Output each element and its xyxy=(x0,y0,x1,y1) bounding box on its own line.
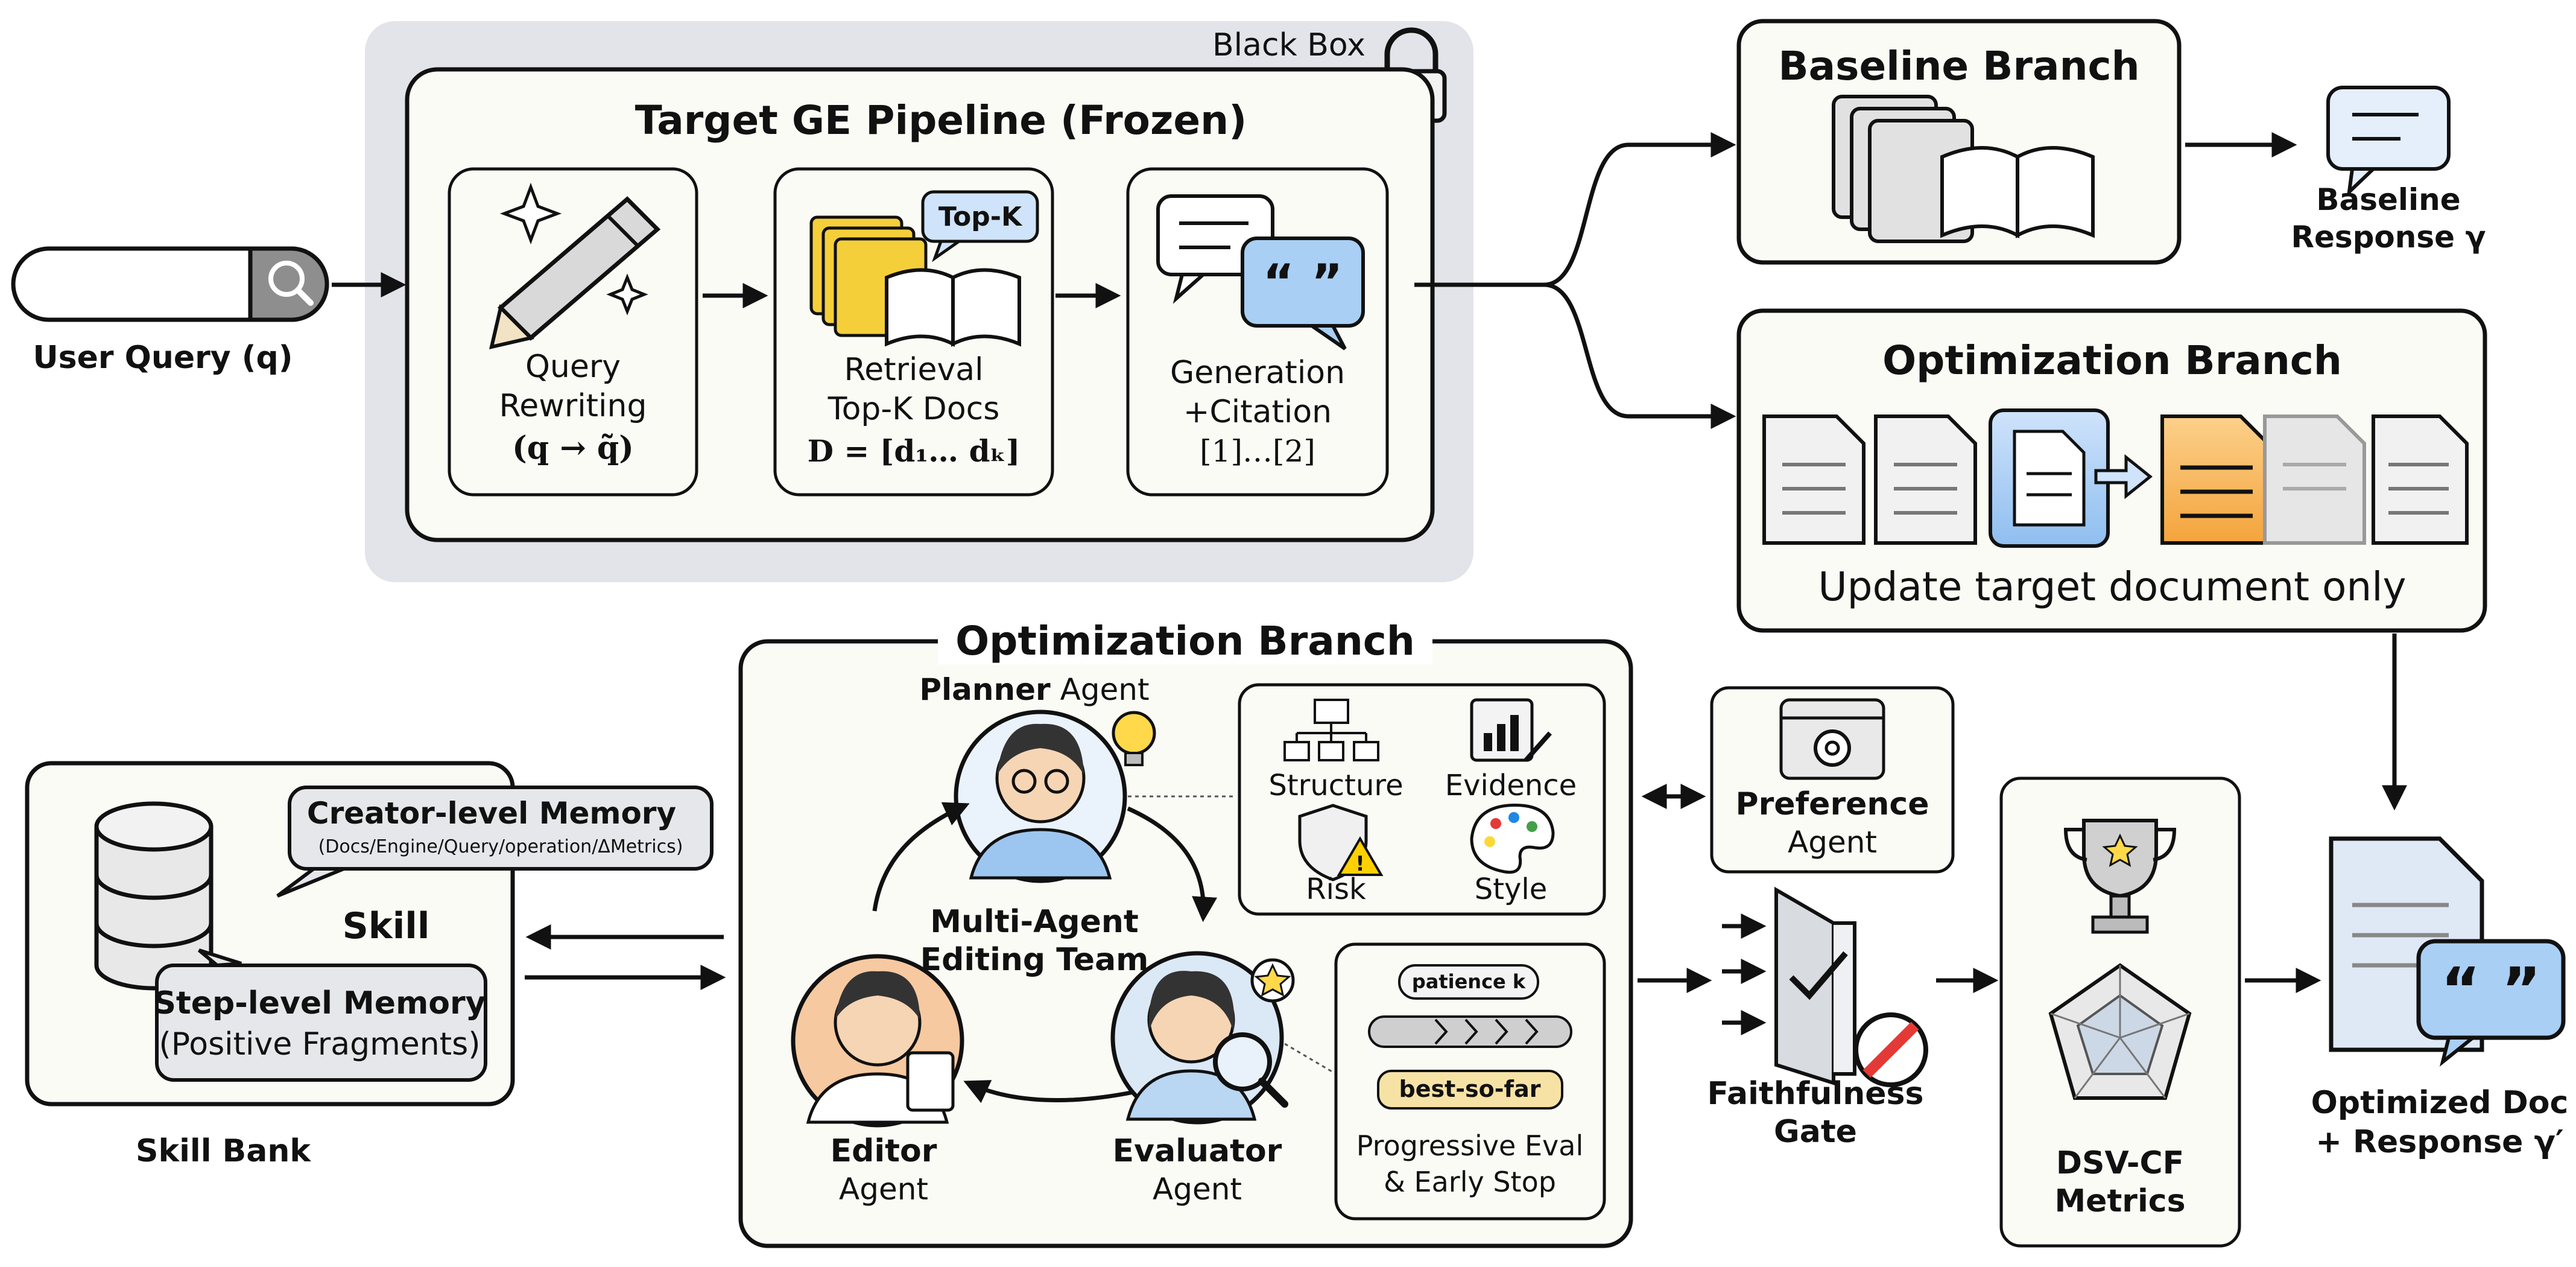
document-icon xyxy=(1762,414,1866,545)
faithfulness-gate-line2: Gate xyxy=(1774,1114,1857,1150)
document-icon xyxy=(2372,414,2469,545)
query-rewriting-line1: Query xyxy=(525,349,621,385)
generation-formula: [1]…[2] xyxy=(1200,434,1315,469)
team-line1: Multi-Agent xyxy=(930,904,1138,940)
step-memory-bubble: Step-level Memory (Positive Fragments) xyxy=(153,948,487,1082)
search-input[interactable] xyxy=(11,246,329,322)
preference-agent-line1: Preference xyxy=(1736,786,1929,822)
open-book-icon xyxy=(885,268,1021,347)
creator-memory-title: Creator-level Memory xyxy=(307,796,676,831)
planner-avatar xyxy=(954,710,1127,883)
arrow-to-baseline-branch xyxy=(1414,132,1736,287)
risk-shield-icon: ! xyxy=(1298,804,1384,881)
pipeline-title: Target GE Pipeline (Frozen) xyxy=(635,97,1247,144)
retrieval-formula: D = [d₁… dₖ] xyxy=(808,433,1021,469)
query-rewriting-line2: Rewriting xyxy=(499,388,647,424)
generation-line1: Generation xyxy=(1170,355,1345,391)
faithfulness-gate-line1: Faithfulness xyxy=(1707,1076,1924,1112)
cycle-arrow-planner-to-evaluator xyxy=(1127,806,1218,922)
creator-memory-bubble: Creator-level Memory (Docs/Engine/Query/… xyxy=(276,786,714,898)
evaluator-role: Agent xyxy=(1153,1172,1242,1207)
evidence-chart-icon xyxy=(1470,698,1552,762)
skill-label: Skill xyxy=(343,905,430,947)
optimized-response-icon: “ ” xyxy=(2416,939,2566,1067)
block-icon xyxy=(1853,1012,1928,1087)
patience-pill xyxy=(1398,964,1539,1000)
search-icon xyxy=(268,261,314,306)
editor-role: Agent xyxy=(839,1172,928,1207)
best-so-far-pill xyxy=(1377,1070,1563,1110)
top-k-badge: Top-K xyxy=(921,190,1039,262)
database-icon xyxy=(94,801,214,991)
optimized-line2: + Response γ′ xyxy=(2315,1124,2563,1160)
document-icon xyxy=(2263,414,2366,545)
palette-icon xyxy=(1470,804,1555,874)
progress-track xyxy=(1368,1015,1572,1048)
optimization-branch-main-title: Optimization Branch xyxy=(955,618,1415,664)
dimension-structure: Structure xyxy=(1268,769,1403,802)
update-arrow-icon xyxy=(2094,454,2153,500)
baseline-response-line2: Response γ xyxy=(2291,220,2486,255)
lightbulb-icon xyxy=(1112,711,1156,766)
retrieval-line2: Top-K Docs xyxy=(828,391,1000,427)
settings-window-icon xyxy=(1779,698,1885,780)
baseline-branch-title: Baseline Branch xyxy=(1778,43,2139,89)
magnifier-icon xyxy=(1213,1032,1288,1108)
star-badge-icon xyxy=(1250,958,1295,1003)
black-box-label: Black Box xyxy=(1212,27,1366,63)
document-icon xyxy=(1874,414,1977,545)
top-k-label: Top-K xyxy=(938,202,1023,232)
metrics-line1: DSV-CF xyxy=(2056,1145,2184,1181)
file-stack-icon xyxy=(1832,95,1974,243)
step-memory-sub: (Positive Fragments) xyxy=(159,1026,480,1062)
updated-document-icon xyxy=(2160,414,2273,545)
retrieval-line1: Retrieval xyxy=(844,352,983,388)
dimension-evidence: Evidence xyxy=(1445,769,1577,802)
chat-bubbles-icon: “ ” xyxy=(1156,194,1365,351)
patience-label: patience k xyxy=(1412,970,1526,993)
svg-text:“ ”: “ ” xyxy=(1262,254,1343,310)
user-query-label: User Query (q) xyxy=(33,340,293,376)
editor-name: Editor xyxy=(831,1133,937,1169)
planner-role: Agent xyxy=(1060,672,1150,707)
query-rewriting-formula: (q → q̃) xyxy=(512,430,634,466)
optimized-line1: Optimized Doc xyxy=(2311,1085,2569,1121)
progressive-line1: Progressive Eval xyxy=(1356,1129,1584,1162)
target-document-icon xyxy=(1989,408,2110,548)
cycle-arrow-evaluator-to-editor xyxy=(963,1080,1135,1103)
planner-name: Planner xyxy=(919,672,1051,707)
open-book-icon xyxy=(1940,146,2095,239)
cycle-arrow-editor-to-planner xyxy=(872,802,970,912)
dimension-risk: Risk xyxy=(1306,872,1366,906)
progressive-line2: & Early Stop xyxy=(1384,1166,1556,1198)
pencil-icon xyxy=(489,196,661,350)
document-row xyxy=(1762,408,2469,548)
radar-chart-icon xyxy=(2048,963,2192,1100)
generation-line2: +Citation xyxy=(1183,394,1332,430)
hierarchy-icon xyxy=(1283,699,1379,761)
sparkle-icon xyxy=(499,182,648,316)
editor-avatar xyxy=(791,954,964,1128)
svg-text:“ ”: “ ” xyxy=(2441,954,2541,1025)
response-bubble-icon xyxy=(2326,86,2451,197)
skill-bank-label: Skill Bank xyxy=(136,1133,311,1169)
metrics-line2: Metrics xyxy=(2054,1183,2185,1219)
step-memory-title: Step-level Memory xyxy=(153,985,486,1021)
preference-agent-line2: Agent xyxy=(1788,825,1877,860)
optimization-branch-caption: Update target document only xyxy=(1818,564,2406,610)
trophy-icon xyxy=(2063,819,2177,934)
baseline-response-line1: Baseline xyxy=(2316,182,2460,217)
dimension-style: Style xyxy=(1475,872,1548,906)
planner-label: Planner Agent xyxy=(919,672,1149,707)
evaluator-name: Evaluator xyxy=(1113,1133,1282,1169)
optimization-branch-top-title: Optimization Branch xyxy=(1882,337,2342,384)
gate-icon xyxy=(1774,886,1856,1086)
team-line2: Editing Team xyxy=(920,942,1149,978)
arrow-to-optimization-branch xyxy=(1543,282,1736,429)
creator-memory-sub: (Docs/Engine/Query/operation/ΔMetrics) xyxy=(318,836,683,857)
best-so-far-label: best-so-far xyxy=(1399,1076,1541,1102)
svg-text:!: ! xyxy=(1355,852,1365,876)
